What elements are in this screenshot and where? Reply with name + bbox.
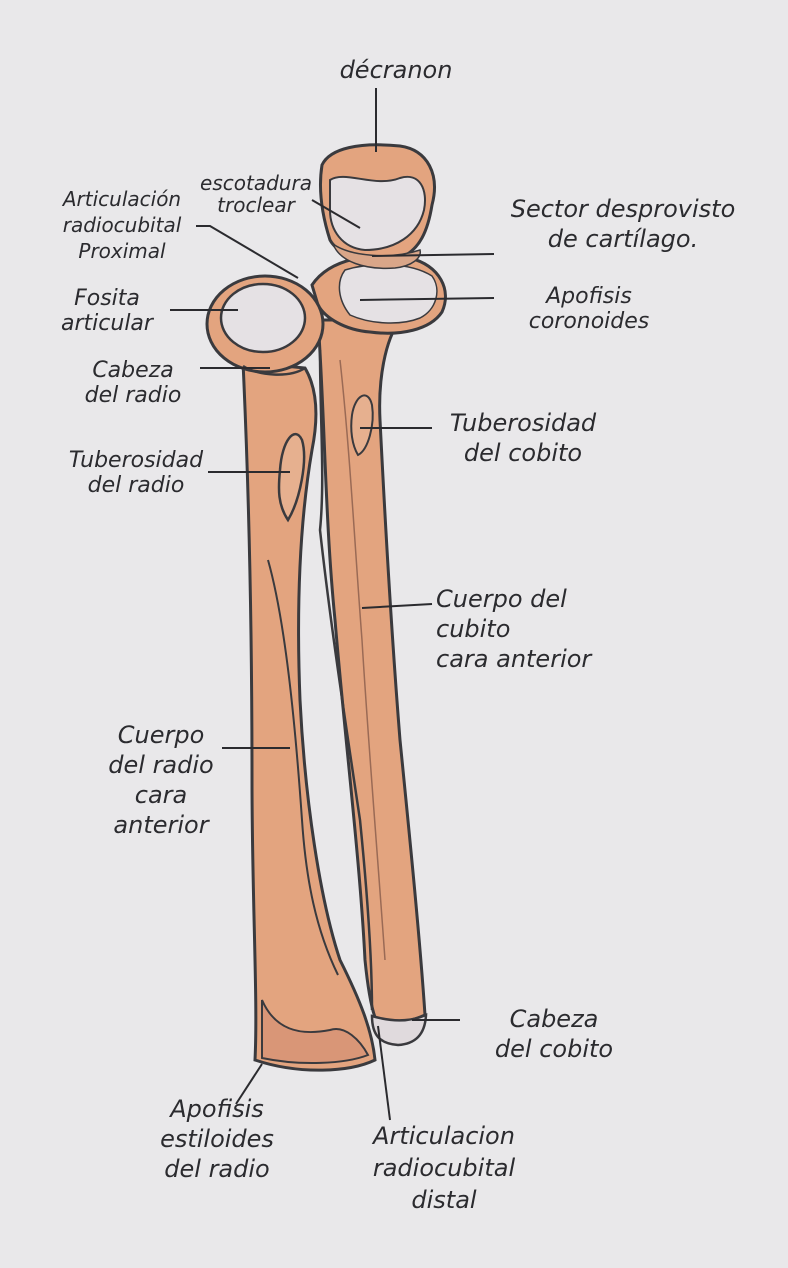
label-ulnar-body: Cuerpo del cubito cara anterior <box>436 584 656 674</box>
label-line: Apofisis <box>170 1095 264 1123</box>
label-line: del cobito <box>463 439 583 467</box>
label-trochlear-notch: escotadura troclear <box>196 172 316 216</box>
leader-trochlear-notch <box>311 199 361 229</box>
label-radial-styloid: Apofisis estiloides del radio <box>132 1094 302 1184</box>
label-line: Cabeza <box>92 358 174 383</box>
radial-head-articular-fovea <box>219 282 307 354</box>
label-proximal-radioulnar-joint: Articulación radiocubital Proximal <box>22 186 222 264</box>
leader-distal-joint <box>377 1025 391 1121</box>
label-line: Tuberosidad <box>68 448 204 473</box>
label-line: escotadura <box>200 171 312 195</box>
interosseous-edge <box>318 349 374 1011</box>
label-line: Cabeza <box>509 1005 599 1033</box>
coronoid-articular-surface <box>338 263 438 324</box>
label-line: estiloides <box>160 1125 274 1153</box>
label-line: cara anterior <box>436 645 592 673</box>
label-line: del radio <box>84 383 182 408</box>
label-radial-body: Cuerpo del radio cara anterior <box>86 720 236 840</box>
label-articular-fovea: Fosita articular <box>32 286 182 336</box>
label-line: Proximal <box>78 239 166 263</box>
label-line: Articulacion <box>373 1122 515 1150</box>
label-line: Cuerpo del <box>436 585 567 613</box>
label-distal-radioulnar-joint: Articulacion radiocubital distal <box>344 1120 544 1216</box>
radius-distal-shade <box>261 999 370 1064</box>
label-line: distal <box>411 1186 477 1214</box>
ulna-head <box>370 1013 428 1047</box>
label-line: del radio <box>164 1155 270 1183</box>
label-line: cara <box>134 781 188 809</box>
leader-radial-styloid <box>235 1063 263 1105</box>
label-line: del radio <box>87 473 185 498</box>
label-line: décranon <box>339 56 453 84</box>
leader-coronoid <box>359 297 495 301</box>
label-olecranon: décranon <box>336 58 456 83</box>
leader-proximal-joint <box>196 225 299 279</box>
ulna-inner-line <box>339 359 386 961</box>
label-ulnar-head: Cabeza del cobito <box>454 1004 654 1064</box>
label-coronoid-process: Apofisis coronoides <box>494 284 684 334</box>
leader-cartilage-free <box>371 253 495 257</box>
leader-ulnar-body <box>361 603 433 609</box>
radius-inner-line <box>267 559 339 976</box>
label-cartilage-free-sector: Sector desprovisto de cartílago. <box>478 194 768 254</box>
label-line: del radio <box>108 751 214 779</box>
label-line: Fosita <box>74 286 140 311</box>
label-line: Cuerpo <box>117 721 205 749</box>
leader-lines <box>170 88 495 1121</box>
label-line: Tuberosidad <box>449 409 597 437</box>
radius-bone <box>241 360 377 1072</box>
label-line: cubito <box>436 615 511 643</box>
label-line: de cartílago. <box>547 225 699 253</box>
label-line: Sector desprovisto <box>510 195 736 223</box>
label-line: del cobito <box>494 1035 614 1063</box>
label-line: Articulación <box>62 187 182 211</box>
label-line: coronoides <box>528 309 650 334</box>
radial-tuberosity <box>277 433 306 523</box>
label-ulnar-tuberosity: Tuberosidad del cobito <box>428 408 618 468</box>
trochlear-notch <box>329 175 426 252</box>
label-line: radiocubital <box>372 1154 516 1182</box>
label-line: articular <box>61 311 153 336</box>
label-line: troclear <box>217 193 295 217</box>
label-line: Apofisis <box>546 284 632 309</box>
ulnar-tuberosity <box>350 394 374 457</box>
label-line: radiocubital <box>62 213 182 237</box>
label-radial-tuberosity: Tuberosidad del radio <box>56 448 216 498</box>
label-radial-head: Cabeza del radio <box>58 358 208 408</box>
label-line: anterior <box>113 811 209 839</box>
